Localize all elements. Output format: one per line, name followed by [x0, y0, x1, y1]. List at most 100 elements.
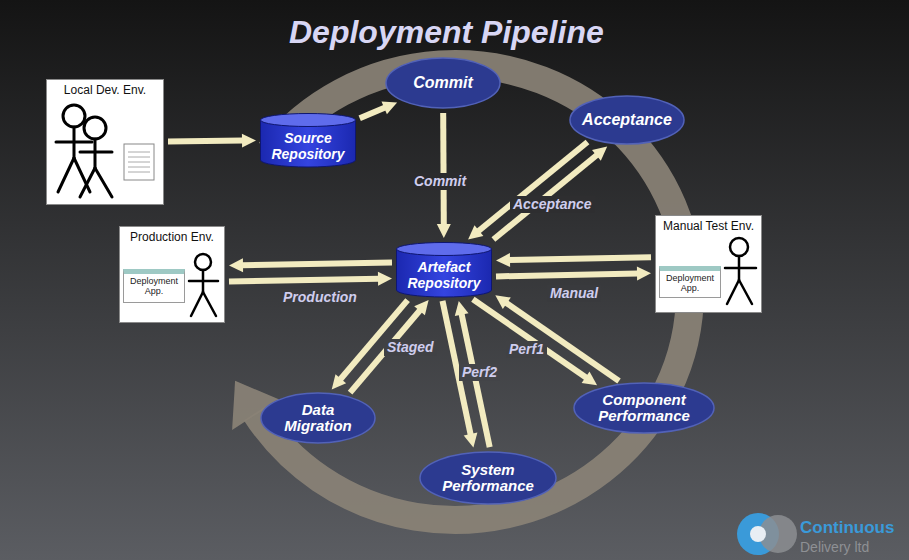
figure-head — [63, 105, 85, 127]
cylinder-body — [397, 249, 492, 297]
figure-head — [730, 238, 748, 256]
connector-arrow — [468, 142, 587, 240]
figure-head — [195, 254, 211, 270]
edge-label: Manual — [547, 285, 601, 302]
arrowhead — [637, 267, 651, 281]
document-line — [128, 157, 150, 158]
application-window: Deployment App. — [659, 266, 721, 298]
connector-line — [506, 303, 619, 381]
arrowhead — [468, 225, 483, 239]
node-label: Source Repository — [265, 130, 351, 162]
stage-ellipse: Component Performance — [573, 382, 715, 434]
developer-figures — [56, 105, 112, 197]
edge-label-holder: Manual — [547, 284, 601, 302]
logo-dot — [750, 526, 766, 542]
ellipse-outline — [386, 58, 500, 108]
user-figure — [189, 254, 218, 316]
figure-leg — [80, 168, 95, 197]
repository-cylinder: Source Repository — [260, 113, 356, 167]
cylinder-top — [261, 114, 356, 127]
node-label: Acceptance — [582, 111, 672, 129]
arrowhead — [229, 258, 243, 272]
connector-line — [496, 274, 638, 277]
figure-arms — [725, 267, 756, 270]
connector-arrow — [229, 258, 392, 272]
node-label: Deployment App. — [124, 274, 184, 297]
node-label: Commit — [413, 74, 473, 92]
connector-line — [478, 142, 587, 231]
figure-arms — [189, 280, 218, 283]
figure-leg — [739, 280, 752, 304]
stage-ellipse: Acceptance — [569, 95, 685, 145]
arrowhead — [496, 253, 510, 267]
cylinder-top — [397, 243, 492, 256]
document-lines — [128, 152, 150, 172]
connector-arrow — [168, 134, 256, 148]
tester-figure — [725, 238, 756, 304]
connector-line — [229, 279, 379, 282]
figure-leg — [58, 158, 74, 192]
figure-arms — [80, 151, 112, 154]
arrowhead — [495, 295, 511, 309]
cycle-band — [256, 64, 690, 520]
connector-arrow — [495, 295, 619, 381]
edge-label: Production — [280, 289, 360, 306]
node-label: Data Migration — [268, 402, 368, 435]
node-label: Production Env. — [120, 227, 224, 244]
connector-arrow — [496, 267, 651, 281]
edge-label: Perf2 — [459, 364, 500, 381]
connector-arrow — [360, 101, 397, 118]
figure-head — [84, 117, 106, 139]
figure-leg — [727, 280, 739, 304]
logo-text: Delivery ltd — [800, 539, 869, 555]
node-label: System Performance — [438, 462, 538, 495]
arrowhead — [592, 147, 607, 161]
arrowhead — [455, 301, 469, 316]
document-line — [128, 172, 150, 173]
stage-ellipse: System Performance — [419, 451, 557, 505]
document-line — [128, 152, 150, 153]
figure-leg — [203, 292, 216, 316]
connector-arrow — [493, 147, 607, 240]
node-label: Deployment App. — [660, 271, 720, 294]
node-label: Component Performance — [594, 392, 694, 425]
ellipse-outline — [570, 96, 684, 144]
edge-label: Perf1 — [506, 341, 547, 358]
edge-label: Staged — [384, 339, 437, 356]
figure-leg — [191, 292, 203, 316]
edge-label-holder: Acceptance — [510, 195, 595, 213]
stage-ellipse: Commit — [385, 57, 501, 109]
ellipse-outline — [420, 452, 556, 504]
edge-label-holder: Production — [280, 288, 360, 306]
arrowhead — [464, 433, 478, 448]
arrowhead — [332, 374, 346, 389]
edge-label-holder: Perf1 — [506, 340, 547, 358]
environment-box: Manual Test Env. Deployment App. — [655, 215, 762, 313]
cylinder-body — [261, 120, 356, 167]
connector-line — [509, 257, 651, 260]
figure-leg — [74, 158, 90, 192]
arrowhead — [582, 372, 598, 386]
connector-arrow — [229, 272, 392, 286]
document-page — [124, 144, 154, 180]
label-holder: Continuous — [800, 518, 894, 538]
edge-label: Acceptance — [510, 196, 595, 213]
label-holder: Delivery ltd — [800, 538, 869, 556]
ellipse-outline — [261, 393, 375, 443]
node-label: Artefact Repository — [401, 259, 487, 291]
stage-ellipse: Data Migration — [260, 392, 376, 444]
document-icon — [124, 144, 154, 180]
figure-leg — [95, 168, 112, 197]
node-label: Manual Test Env. — [656, 216, 761, 233]
diagram-title: Deployment Pipeline — [289, 14, 604, 51]
logo-text: Continuous — [800, 518, 894, 538]
ellipse-outline — [574, 383, 714, 433]
arrowhead — [378, 272, 392, 286]
connector-line — [360, 107, 385, 118]
document-line — [128, 162, 150, 163]
arrowhead — [382, 101, 398, 114]
edge-label-holder: Staged — [384, 338, 437, 356]
arrowhead — [437, 224, 451, 238]
